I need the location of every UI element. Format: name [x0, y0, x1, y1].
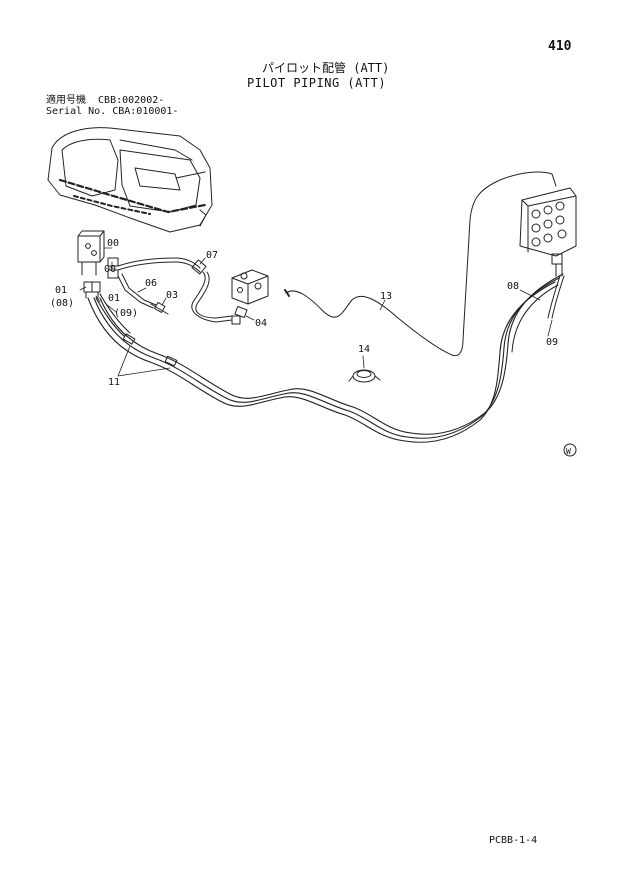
clamp-14: [348, 369, 381, 383]
excavator-cab-illustration: [47, 127, 213, 233]
callout-01-left: 01: [55, 285, 67, 296]
title-english: PILOT PIPING (ATT): [247, 76, 387, 90]
callout-09-parenthesis: (09): [114, 308, 138, 319]
w-mark-label: W: [566, 447, 571, 456]
hose-06-07-run: [117, 257, 233, 323]
control-valve: [519, 173, 577, 277]
callout-08: 08: [507, 281, 519, 292]
callout-07: 07: [206, 250, 218, 261]
callout-00-lower: 00: [104, 264, 116, 275]
footer-code: PCBB-1-4: [489, 835, 538, 846]
callout-03: 03: [166, 290, 178, 301]
serial-applicability-japanese: 適用号機 CBB:002002-: [46, 95, 165, 106]
callout-08-parenthesis: (08): [50, 298, 74, 309]
callout-labels: 00 00 01 01 (08) (09) 06 07 03 04 13 14 …: [50, 238, 571, 456]
callout-13: 13: [380, 291, 392, 302]
callout-00-upper: 00: [107, 238, 119, 249]
callout-11: 11: [108, 377, 120, 388]
fitting-01-group: [83, 281, 101, 299]
title-japanese: パイロット配管 (ATT): [262, 61, 390, 75]
callout-09: 09: [546, 337, 558, 348]
hose-11-run: [87, 273, 565, 443]
solenoid-valve-block: [231, 269, 269, 325]
pilot-valve-block: [77, 230, 119, 279]
callout-leaders: [79, 247, 553, 377]
serial-number: Serial No. CBA:010001-: [46, 106, 179, 117]
callout-14: 14: [358, 344, 370, 355]
callout-01-right: 01: [108, 293, 120, 304]
callout-06: 06: [145, 278, 157, 289]
callout-04: 04: [255, 318, 267, 329]
w-mark-circle: [563, 443, 577, 457]
page-number: 410: [548, 39, 572, 54]
pipe-13: [284, 171, 553, 357]
